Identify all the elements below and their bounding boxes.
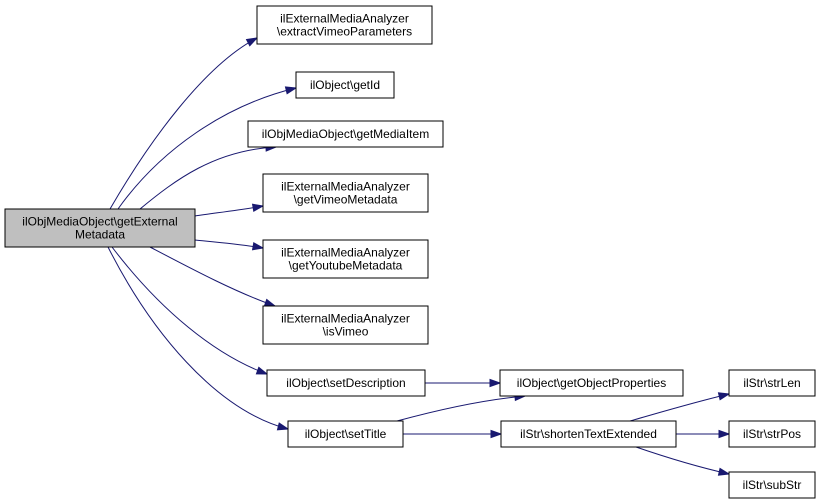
node-getId[interactable]: ilObject\getId	[295, 71, 395, 99]
edge-line	[149, 246, 276, 307]
edge-setTitle-to-getObjectProperties	[396, 392, 527, 422]
node-label-line: ilObjMediaObject\getMediaItem	[262, 127, 429, 141]
node-box[interactable]	[295, 71, 395, 99]
node-box[interactable]	[247, 120, 444, 148]
node-shortenText[interactable]: ilStr\shortenTextExtended	[500, 420, 677, 448]
node-setTitle[interactable]: ilObject\setTitle	[287, 420, 404, 448]
node-label-line: ilObject\getObjectProperties	[517, 376, 666, 390]
node-isVimeo[interactable]: ilExternalMediaAnalyzer\isVimeo	[262, 305, 429, 345]
node-label-line: \isVimeo	[323, 325, 369, 339]
node-label-line: ilObjMediaObject\getExternal	[22, 215, 177, 229]
node-extractVimeo[interactable]: ilExternalMediaAnalyzer\extractVimeoPara…	[256, 5, 433, 45]
node-subStr[interactable]: ilStr\subStr	[728, 471, 816, 499]
node-label-line: ilStr\subStr	[743, 478, 802, 492]
node-box[interactable]	[728, 471, 816, 499]
node-label-line: ilStr\strLen	[743, 376, 800, 390]
edge-root-to-getId	[117, 86, 298, 210]
node-setDescription[interactable]: ilObject\setDescription	[266, 369, 426, 397]
node-box[interactable]	[500, 420, 677, 448]
edge-setTitle-to-shortenText	[403, 429, 503, 439]
node-label-line: ilObject\setDescription	[286, 376, 405, 390]
node-box[interactable]	[266, 369, 426, 397]
node-box[interactable]	[262, 239, 429, 279]
edge-line	[635, 446, 730, 475]
node-box[interactable]	[4, 208, 196, 248]
edge-arrowhead	[717, 392, 731, 401]
edge-root-to-getVimeoMeta	[194, 203, 265, 217]
edge-line	[629, 393, 730, 422]
edge-arrowhead	[717, 467, 731, 476]
node-box[interactable]	[287, 420, 404, 448]
node-box[interactable]	[256, 5, 433, 45]
edge-arrowhead	[255, 366, 269, 375]
node-getYoutubeMeta[interactable]: ilExternalMediaAnalyzer\getYoutubeMetada…	[262, 239, 429, 279]
node-box[interactable]	[499, 369, 684, 397]
edge-root-to-getMediaItem	[139, 143, 278, 210]
edge-arrowhead	[251, 203, 265, 212]
node-label-line: Metadata	[75, 228, 125, 242]
edge-root-to-getYoutubeMeta	[194, 239, 265, 251]
edge-shortenText-to-subStr	[635, 446, 731, 476]
node-label-line: ilExternalMediaAnalyzer	[281, 312, 410, 326]
node-getVimeoMeta[interactable]: ilExternalMediaAnalyzer\getVimeoMetadata	[262, 173, 429, 213]
node-label-line: ilExternalMediaAnalyzer	[281, 180, 410, 194]
edge-arrowhead	[263, 298, 277, 307]
edge-line	[107, 246, 289, 430]
edge-root-to-setTitle	[107, 246, 290, 431]
call-graph-edges	[107, 37, 731, 476]
edge-shortenText-to-strPos	[676, 429, 731, 439]
edge-arrowhead	[718, 429, 731, 439]
edge-root-to-setDescription	[111, 246, 269, 375]
edge-shortenText-to-strLen	[629, 392, 731, 422]
node-getObjectProperties[interactable]: ilObject\getObjectProperties	[499, 369, 684, 397]
node-label-line: ilExternalMediaAnalyzer	[281, 246, 410, 260]
node-label-line: ilObject\setTitle	[305, 427, 387, 441]
edge-arrowhead	[490, 429, 503, 439]
edge-line	[109, 37, 258, 210]
node-strLen[interactable]: ilStr\strLen	[728, 369, 816, 397]
edge-arrowhead	[245, 37, 259, 47]
node-label-line: ilObject\getId	[310, 78, 380, 92]
node-label-line: \getYoutubeMetadata	[289, 259, 403, 273]
node-box[interactable]	[262, 305, 429, 345]
node-label-line: ilStr\strPos	[743, 427, 801, 441]
node-box[interactable]	[728, 369, 816, 397]
node-label-line: ilStr\shortenTextExtended	[520, 427, 657, 441]
edge-setDescription-to-getObjectProperties	[425, 378, 502, 388]
edge-arrowhead	[284, 86, 298, 95]
node-box[interactable]	[728, 420, 816, 448]
edge-line	[117, 87, 297, 210]
edge-arrowhead	[276, 422, 290, 431]
edge-root-to-extractVimeo	[109, 37, 259, 210]
node-getMediaItem[interactable]: ilObjMediaObject\getMediaItem	[247, 120, 444, 148]
edge-line	[139, 146, 277, 210]
edge-root-to-isVimeo	[149, 246, 277, 307]
node-box[interactable]	[262, 173, 429, 213]
node-label-line: \getVimeoMetadata	[294, 193, 398, 207]
edge-line	[396, 395, 526, 422]
node-label-line: ilExternalMediaAnalyzer	[280, 12, 409, 26]
edge-arrowhead	[251, 242, 265, 251]
node-strPos[interactable]: ilStr\strPos	[728, 420, 816, 448]
edge-arrowhead	[489, 378, 502, 388]
node-label-line: \extractVimeoParameters	[277, 25, 412, 39]
edge-line	[111, 246, 268, 375]
